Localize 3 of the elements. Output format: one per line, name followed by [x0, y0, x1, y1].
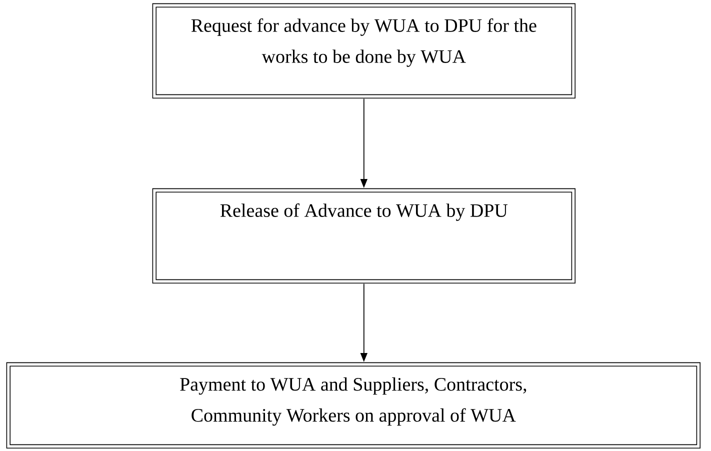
process-box: Request for advance by WUA to DPU for the works to be done by WUA: [152, 3, 576, 98]
process-box: Release of Advance to WUA by DPU: [152, 188, 576, 284]
process-box: Payment to WUA and Suppliers, Contractors, Community Workers on approval of WUA: [6, 362, 700, 448]
